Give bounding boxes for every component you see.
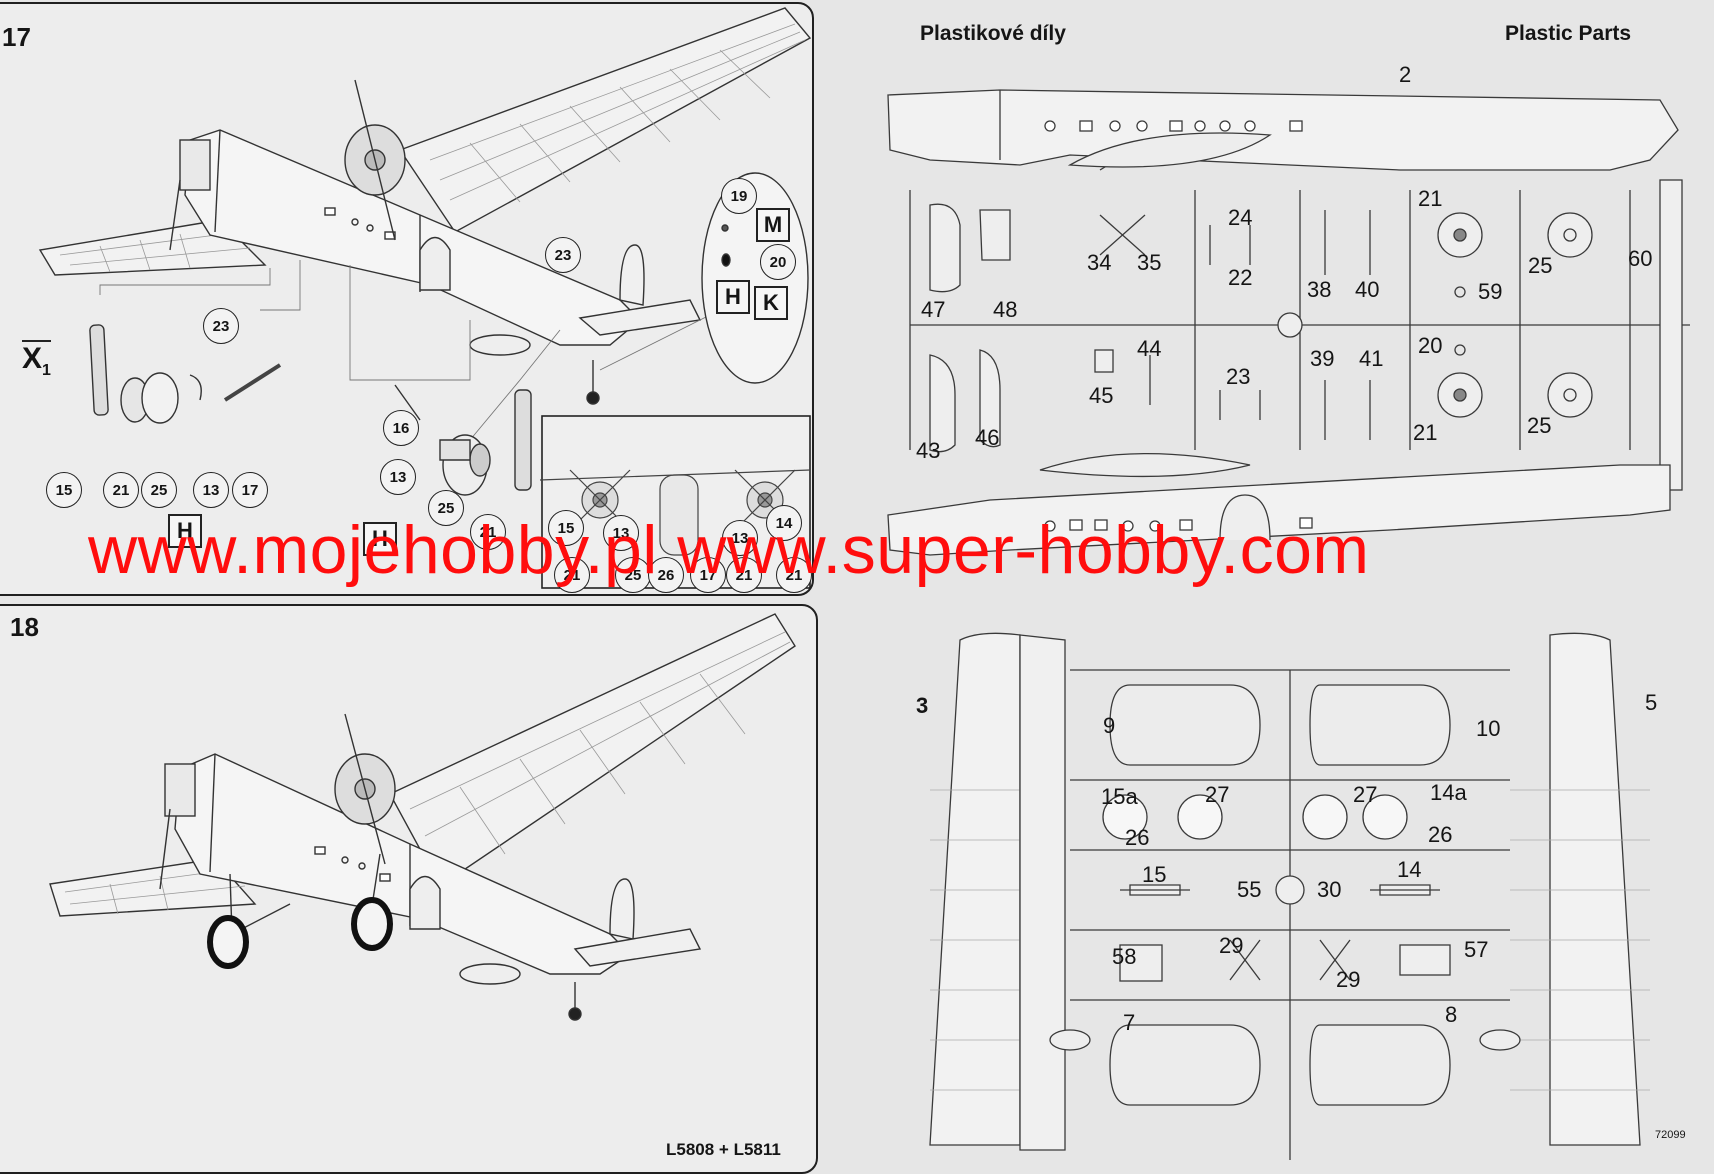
- callout-13: 13: [603, 515, 639, 551]
- part-number: 47: [921, 297, 946, 322]
- sprue-bottom-drawing: [929, 632, 1650, 1160]
- marking-box-m: M: [756, 208, 790, 242]
- part-number: 41: [1359, 346, 1384, 371]
- step-18-aircraft-drawing: [49, 613, 796, 1021]
- part-number: 25: [1528, 253, 1553, 278]
- part-number: 21: [1413, 420, 1438, 445]
- axis-label: X1: [22, 340, 51, 380]
- part-number: 14: [1397, 857, 1422, 882]
- callout-13: 13: [193, 472, 229, 508]
- callout-17: 17: [232, 472, 268, 508]
- marking-box-h: H: [168, 514, 202, 548]
- part-number: 14a: [1430, 780, 1467, 805]
- part-number: 39: [1310, 346, 1335, 371]
- parts-heading-english: Plastic Parts: [1505, 22, 1632, 45]
- callout-21: 21: [470, 514, 506, 550]
- part-number: 38: [1307, 277, 1332, 302]
- part-number: 25: [1527, 413, 1552, 438]
- callout-23: 23: [545, 237, 581, 273]
- kit-code: L5808 + L5811: [666, 1140, 781, 1159]
- sprue-top-drawing: [887, 89, 1690, 556]
- part-number: 22: [1228, 265, 1253, 290]
- axis-label-subscript: 1: [42, 362, 51, 379]
- callout-13: 13: [722, 520, 758, 556]
- part-number: 9: [1103, 713, 1116, 738]
- part-number: 58: [1112, 944, 1137, 969]
- sprue-label-3: 3: [916, 693, 929, 718]
- sheet-code: 72099: [1655, 1129, 1686, 1141]
- part-number: 21: [1418, 186, 1443, 211]
- part-number: 15a: [1101, 784, 1138, 809]
- marking-box-h: H: [363, 522, 397, 556]
- part-number: 10: [1476, 716, 1501, 741]
- callout-13: 13: [380, 459, 416, 495]
- step-17-number: 17: [2, 22, 31, 52]
- step-18-number: 18: [10, 612, 39, 642]
- part-number: 24: [1228, 205, 1253, 230]
- part-number: 43: [916, 438, 941, 463]
- marking-box-k: K: [754, 286, 788, 320]
- part-number: 29: [1336, 967, 1361, 992]
- callout-25: 25: [141, 472, 177, 508]
- part-number: 46: [975, 425, 1000, 450]
- watermark-text: www.mojehobby.pl www.super-hobby.com: [88, 512, 1370, 588]
- callout-26: 26: [648, 557, 684, 593]
- part-number: 60: [1628, 246, 1653, 271]
- part-number: 40: [1355, 277, 1380, 302]
- step-17-aircraft-drawing: [38, 7, 812, 589]
- part-number: 29: [1219, 933, 1244, 958]
- detail-callout-19: 19: [721, 178, 757, 214]
- part-number: 23: [1226, 364, 1251, 389]
- part-number: 26: [1428, 822, 1453, 847]
- part-number: 44: [1137, 336, 1162, 361]
- callout-15: 15: [46, 472, 82, 508]
- part-number: 59: [1478, 279, 1503, 304]
- part-number: 30: [1317, 877, 1342, 902]
- callout-23: 23: [203, 308, 239, 344]
- detail-callout-20: 20: [760, 244, 796, 280]
- part-number: 48: [993, 297, 1018, 322]
- sprue-label-5: 5: [1645, 690, 1658, 715]
- callout-21: 21: [554, 557, 590, 593]
- part-number: 15: [1142, 862, 1167, 887]
- sprue-label-2: 2: [1399, 62, 1412, 87]
- part-number: 20: [1418, 333, 1443, 358]
- part-number: 57: [1464, 937, 1489, 962]
- axis-label-x: X: [22, 342, 43, 375]
- part-number: 27: [1353, 782, 1378, 807]
- part-number: 26: [1125, 825, 1150, 850]
- callout-15: 15: [548, 510, 584, 546]
- callout-21: 21: [103, 472, 139, 508]
- callout-17: 17: [690, 557, 726, 593]
- part-number: 45: [1089, 383, 1114, 408]
- part-number: 35: [1137, 250, 1162, 275]
- callout-25: 25: [615, 557, 651, 593]
- part-number: 27: [1205, 782, 1230, 807]
- parts-heading-czech: Plastikové díly: [920, 22, 1066, 45]
- callout-14: 14: [766, 505, 802, 541]
- callout-21: 21: [776, 557, 812, 593]
- marking-box-h: H: [716, 280, 750, 314]
- part-number: 7: [1123, 1010, 1136, 1035]
- part-number: 8: [1445, 1002, 1458, 1027]
- part-number: 34: [1087, 250, 1112, 275]
- part-number: 55: [1237, 877, 1262, 902]
- callout-21: 21: [726, 557, 762, 593]
- callout-16: 16: [383, 410, 419, 446]
- callout-25: 25: [428, 490, 464, 526]
